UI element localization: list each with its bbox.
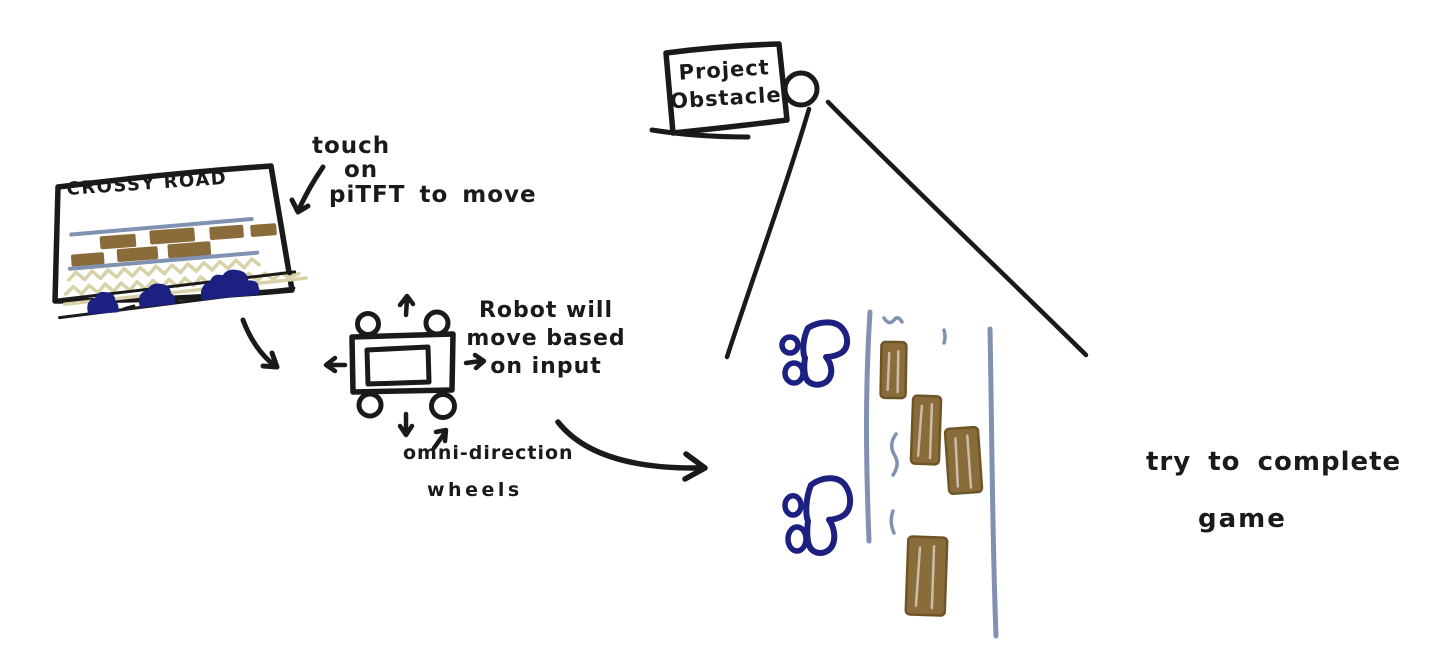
obstacle-block bbox=[909, 394, 943, 466]
touch-note-line3: piTFT to move bbox=[329, 182, 537, 208]
robot-note: Robot will move based on input bbox=[461, 297, 631, 381]
player-figure-sketch bbox=[785, 478, 850, 553]
road-right-line bbox=[987, 326, 999, 639]
wheels-note-line1: omni-direction bbox=[403, 442, 574, 464]
screen-car-blob bbox=[138, 283, 176, 308]
road-mark bbox=[882, 316, 904, 325]
road-mark bbox=[889, 509, 896, 535]
road-mark bbox=[890, 432, 899, 477]
robot-note-line3: on input bbox=[490, 354, 602, 379]
obstacle-block bbox=[904, 535, 949, 617]
robot-wheel bbox=[356, 391, 384, 419]
project-title-box-sketch bbox=[649, 41, 820, 140]
robot-sketch bbox=[323, 293, 487, 451]
direction-arrow-up bbox=[403, 296, 410, 318]
robot-to-course-arrow bbox=[555, 419, 708, 482]
gaze-lines bbox=[724, 99, 1089, 360]
robot-note-line2: move based bbox=[466, 326, 626, 351]
player-figure-sketch bbox=[779, 319, 851, 388]
screen-log-row-upper bbox=[99, 223, 277, 250]
game-course-sketch bbox=[779, 309, 999, 639]
obstacle-block bbox=[943, 425, 984, 496]
crossy-road-screen-sketch bbox=[52, 163, 308, 320]
screen-log-row-lower bbox=[70, 241, 212, 267]
screen-wave-row-1 bbox=[66, 257, 261, 282]
screen-car-blob bbox=[87, 291, 119, 315]
title-box-border bbox=[663, 41, 790, 136]
robot-note-line1: Robot will bbox=[478, 298, 614, 323]
direction-arrow-right bbox=[463, 358, 484, 366]
gaze-line-left bbox=[724, 106, 812, 360]
head-circle-sketch bbox=[782, 70, 820, 108]
robot-screen bbox=[364, 344, 432, 387]
screen-lane-line-bottom bbox=[67, 250, 260, 271]
robot-wheel bbox=[429, 392, 457, 420]
touch-note-line1: touch bbox=[312, 133, 391, 159]
screen-car-blob bbox=[200, 269, 260, 300]
road-mark bbox=[942, 328, 947, 345]
robot-wheel bbox=[355, 311, 381, 337]
screen-to-robot-arrow bbox=[240, 317, 280, 370]
screen-wave-row-2 bbox=[64, 271, 301, 296]
screen-road-dash bbox=[173, 296, 184, 303]
obstacle-block bbox=[879, 340, 908, 400]
screen-road-dash bbox=[122, 304, 136, 311]
title-box-underline bbox=[649, 127, 751, 140]
robot-direction-arrows bbox=[323, 293, 487, 451]
goal-note-line2: game bbox=[1198, 504, 1287, 534]
road-left-line bbox=[864, 309, 873, 544]
wheel-pointer-arrow bbox=[431, 431, 447, 451]
project-title: Project Obstacle bbox=[667, 53, 782, 116]
screen-lane-line-top bbox=[69, 216, 254, 237]
robot-wheel bbox=[423, 309, 451, 337]
gaze-line-right bbox=[825, 99, 1089, 358]
touch-note-arrow bbox=[289, 164, 326, 215]
touch-note-line2: on bbox=[344, 157, 379, 183]
wheels-note-line2: wheels bbox=[427, 479, 523, 501]
goal-note-line1: try to complete bbox=[1146, 447, 1402, 477]
